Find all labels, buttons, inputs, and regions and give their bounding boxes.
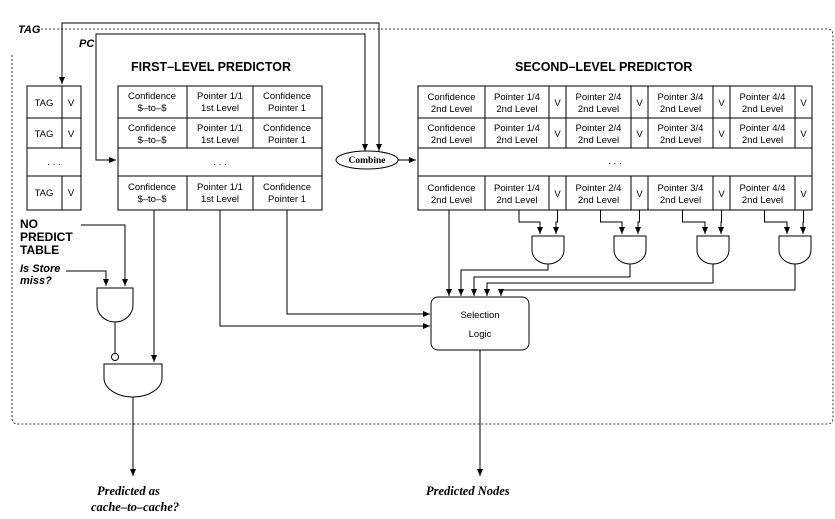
no-predict-title: NO PREDICT TABLE: [20, 217, 76, 257]
second-level-row-1-valid-3: V: [718, 98, 725, 109]
first-level-title: FIRST–LEVEL PREDICTOR: [131, 60, 291, 74]
second-level-row-3-valid-3: V: [718, 189, 725, 200]
second-level-row-1-valid-2: V: [636, 98, 643, 109]
and-gate-pointer-2: [613, 235, 647, 265]
pointer-to-and-wire: [764, 210, 790, 234]
second-level-title: SECOND–LEVEL PREDICTOR: [515, 60, 692, 74]
second-level-row-3-valid-4: V: [800, 189, 807, 200]
second-level-table: [417, 85, 813, 211]
second-level-row-2-valid-3: V: [718, 129, 725, 140]
and-gate-store-miss: [96, 287, 134, 323]
pc-input-label: PC: [79, 38, 95, 50]
output-predicted-nodes: Predicted Nodes: [426, 484, 510, 498]
tag-input-label: TAG: [18, 24, 41, 36]
output-cache-to-cache: Predicted as cache–to–cache?: [91, 484, 179, 514]
and-gate-pointer-1: [531, 235, 565, 265]
first-level-ellipsis: . . .: [213, 157, 226, 168]
and-gate-pointer-3: [696, 235, 730, 265]
valid-to-and-wire: [800, 210, 806, 234]
pointer-to-and-wire: [682, 210, 708, 234]
no-predict-tag-cell: TAG: [35, 98, 54, 109]
no-predict-ellipsis: . . .: [47, 157, 60, 168]
combine-label: Combine: [349, 156, 386, 166]
second-level-row-2-valid-1: V: [554, 129, 561, 140]
no-predict-valid-cell: V: [68, 98, 75, 109]
wiring: [59, 22, 796, 476]
valid-to-and-wire: [553, 210, 559, 234]
second-level-row-3-valid-1: V: [554, 189, 561, 200]
valid-to-and-wire: [635, 210, 641, 234]
second-level-row-1-valid-4: V: [800, 98, 807, 109]
and-gate-inputs: [518, 210, 806, 234]
pointer-to-and-wire: [518, 210, 543, 234]
no-predict-valid-cell: V: [68, 129, 75, 140]
inverter-bubble: [111, 353, 119, 361]
no-predict-tag-cell: TAG: [35, 129, 54, 140]
first-level-row-1-confidence: Confidence$–to–$: [128, 91, 176, 114]
first-level-row-3-confidence: Confidence$–to–$: [128, 182, 176, 205]
valid-to-and-wire: [718, 210, 724, 234]
no-predict-valid-cell: V: [68, 188, 75, 199]
no-predict-tag-cell: TAG: [35, 188, 54, 199]
pointer-to-and-wire: [600, 210, 625, 234]
second-level-row-2-valid-2: V: [636, 129, 643, 140]
combine-node: Combine: [335, 150, 399, 170]
is-store-miss-label: Is Store miss?: [20, 263, 63, 287]
first-level-row-2-confidence: Confidence$–to–$: [128, 123, 176, 146]
second-level-ellipsis: . . .: [608, 156, 621, 167]
and-gate-cache-to-cache: [103, 363, 163, 398]
and-gate-pointer-4: [778, 235, 812, 265]
second-level-row-2-valid-4: V: [800, 129, 807, 140]
no-predict-table: TAG V TAG V . . . TAG V: [26, 85, 82, 211]
second-level-row-3-valid-2: V: [636, 189, 643, 200]
second-level-row-1-valid-1: V: [554, 98, 561, 109]
